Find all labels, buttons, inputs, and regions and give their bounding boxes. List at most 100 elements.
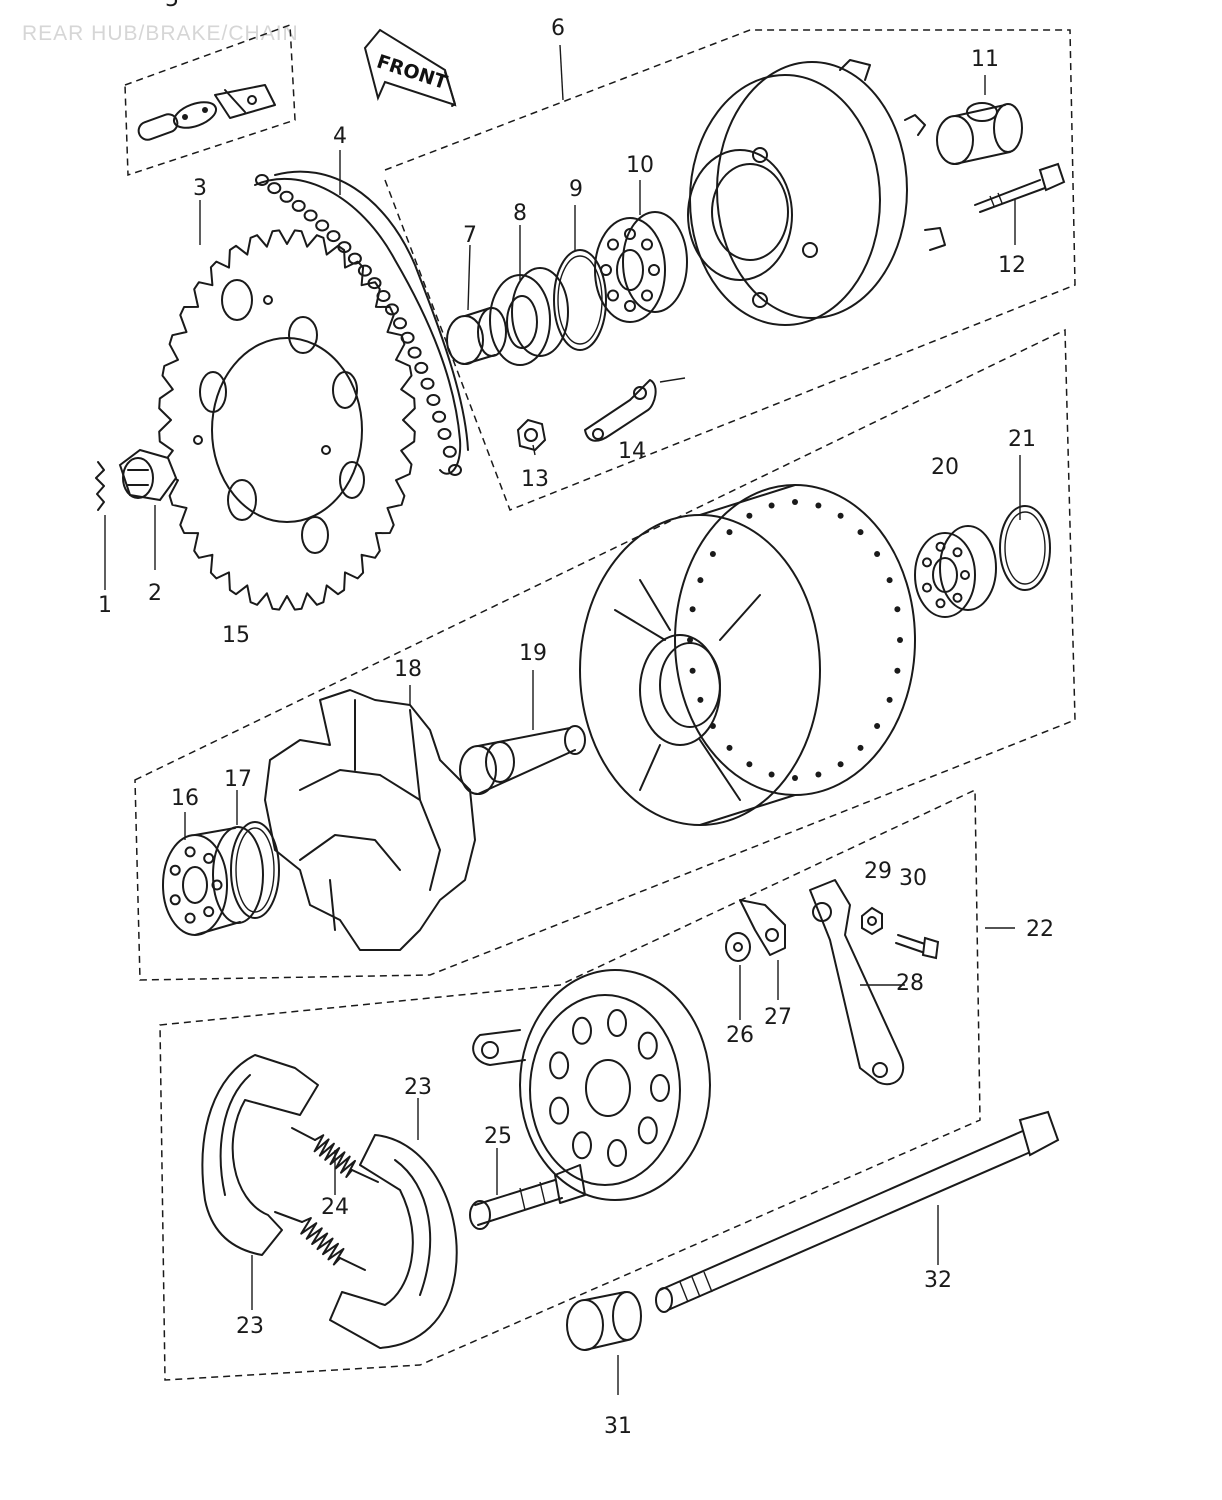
front-direction-arrow: FRONT [363,28,457,107]
coupling-bearing [162,826,264,936]
callout-30: 30 [899,866,927,891]
coupling-bolt [974,162,1066,213]
section-outline-hub [134,328,1076,981]
rear-axle [655,1110,1060,1313]
bearing-ball [648,264,660,276]
rim-hole [894,606,901,613]
bearing-ball [203,906,215,918]
callout-13: 13 [521,467,549,492]
callout-25: 25 [484,1124,512,1149]
chain-link [400,331,415,344]
rim-hole [768,502,775,509]
callout-14: 14 [618,439,646,464]
bearing-ball [952,547,963,558]
rim-hole [709,723,716,729]
brake-shoe-left [201,1054,319,1256]
coupling-nut [516,418,547,452]
bearing-ball [922,557,932,568]
rim-hole [886,696,893,703]
bearing-ball [607,238,619,251]
callout-7: 7 [463,223,477,248]
hub-distance-collar [459,725,586,795]
section-outline-top [124,23,1076,511]
rim-hole [837,512,844,519]
rim-hole [687,637,693,643]
callout-17: 17 [224,767,252,792]
rim-hole [746,761,753,768]
rim-hole [815,771,822,778]
cotter-pin [95,461,105,511]
rim-hole [837,761,844,768]
drive-chain [254,170,469,476]
panel-cutout [607,1139,627,1167]
rim-hole [726,744,733,751]
callout-27: 27 [764,1005,792,1030]
callout-29: 29 [864,859,892,884]
lever-bolt [895,934,940,960]
chain-link [291,199,306,212]
wear-indicator [739,899,786,956]
bearing-ball [624,300,636,312]
callout-3: 3 [193,176,207,201]
chain-link [448,464,462,476]
bearing-ball [607,289,619,302]
callout-24: 24 [321,1195,349,1220]
bearing-ball [184,846,196,858]
spacer [446,307,507,365]
coupling-circlip [230,821,280,919]
brake-shoe-right [329,1134,458,1349]
bearing-ball [203,852,215,864]
lock-plate [584,377,686,442]
bearing-ball [641,289,653,302]
rim-hole [897,637,903,643]
chain-link [255,174,269,186]
rim-hole [709,551,716,557]
panel-cutout [572,1131,592,1160]
wheel-bearing-sprocket-side [594,211,688,323]
callout-9: 9 [569,177,583,202]
panel-cutout [637,1031,658,1060]
callout-16: 16 [171,786,199,811]
chain-link [407,346,422,359]
rim-hole [746,512,753,519]
callout-10: 10 [626,153,654,178]
chain-link [303,209,318,222]
hub-circlip [999,505,1051,591]
section-outline-brake [159,788,981,1381]
chain-link [367,277,382,290]
chain-link [357,264,372,277]
rubber-damper [264,689,476,951]
bearing-ball [169,894,181,906]
callout-19: 19 [519,641,547,666]
bearing-ball [184,912,196,924]
chain-link [442,445,457,458]
chain-link [420,377,435,390]
callout-31: 31 [604,1414,632,1439]
sprocket-nut [118,448,178,502]
washer [725,932,751,962]
callout-18: 18 [394,657,422,682]
rim-hole [857,529,864,536]
rim-hole [689,606,696,613]
chain-link [385,303,399,316]
panel-cutout [607,1009,627,1037]
axle-collar [566,1291,642,1351]
sprocket-coupling [687,59,946,326]
bearing-ball [624,228,636,240]
rim-hole [815,502,822,509]
rim-hole [697,696,704,703]
callout-12: 12 [998,253,1026,278]
brake-camshaft [469,1164,586,1230]
callout-28: 28 [896,971,924,996]
bearing-ball [600,264,612,276]
callout-23b: 23 [236,1314,264,1339]
callout-8: 8 [513,201,527,226]
chain-link [279,190,294,203]
brake-spring-lower [274,1211,366,1271]
bearing-ball [211,879,223,891]
panel-cutout [637,1116,658,1145]
diagram-title: REAR HUB/BRAKE/CHAIN [22,22,299,45]
panel-cutout [549,1051,570,1080]
callout-2: 2 [148,581,162,606]
callout-4: 4 [333,124,347,149]
